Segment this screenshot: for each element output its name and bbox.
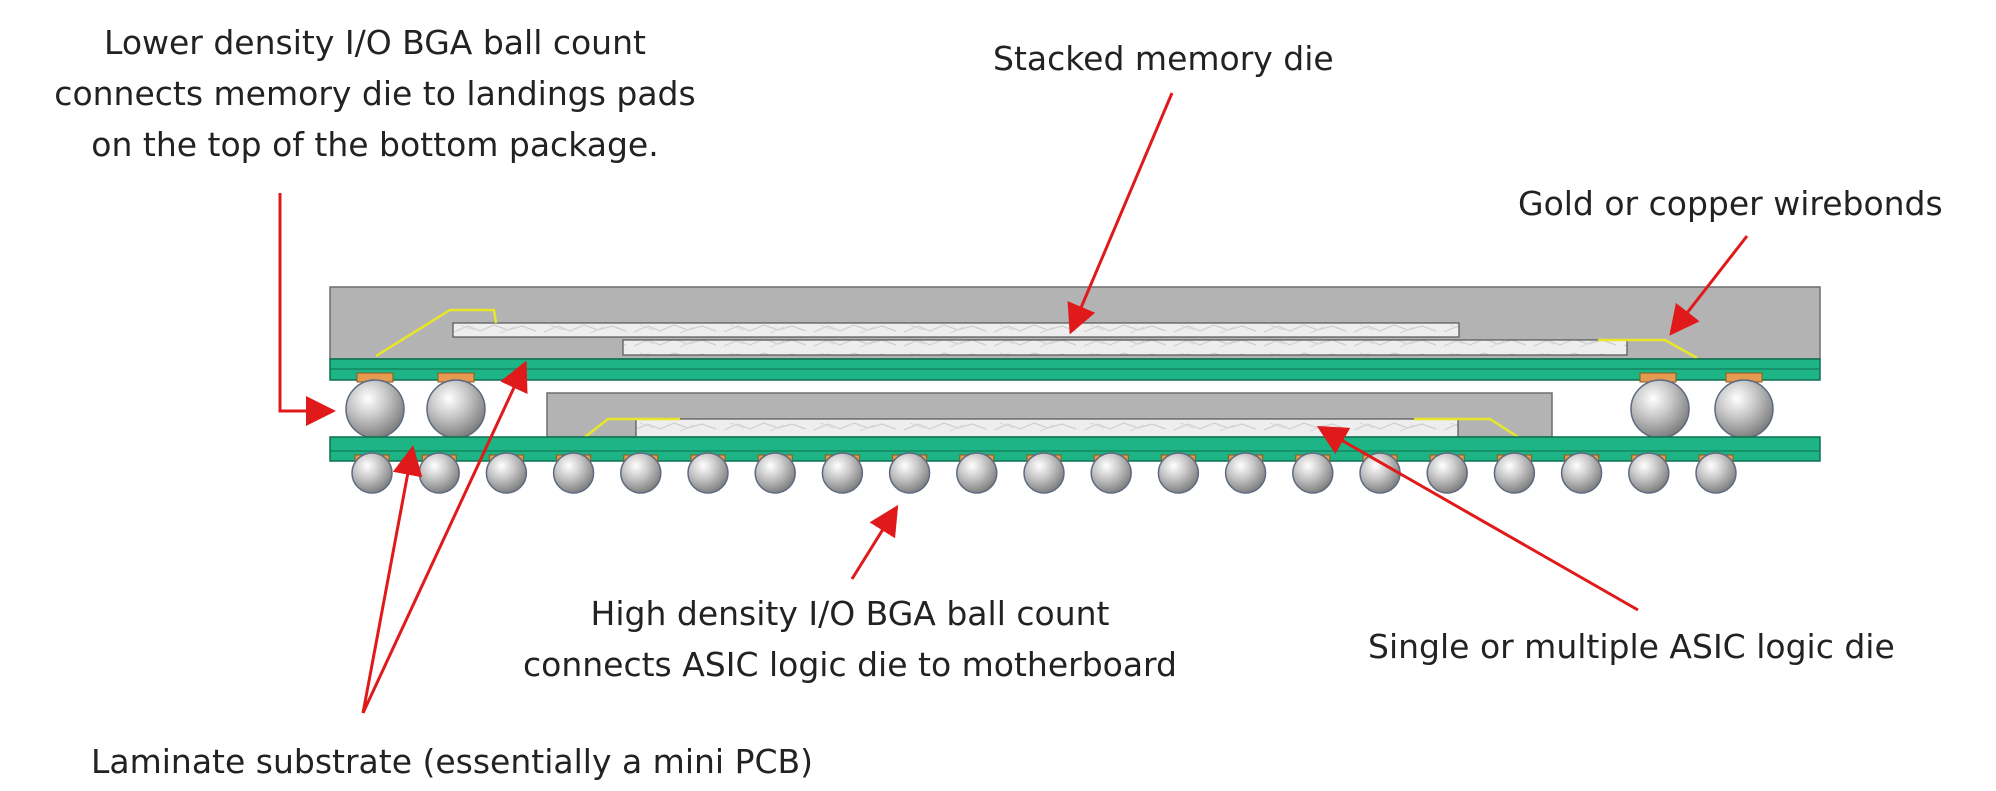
- pop-balls: [345, 379, 1774, 439]
- asic-die: [635, 418, 1459, 438]
- bga-ball: [1493, 452, 1536, 494]
- label-stacked-memory: Stacked memory die: [993, 39, 1334, 78]
- callout-arrows: [278, 92, 1749, 714]
- memory-die-upper: [452, 322, 1460, 338]
- bga-ball: [888, 452, 931, 494]
- wirebond-top-left: [375, 308, 498, 358]
- bottom-bga-balls: [351, 452, 1737, 494]
- arrow-laminate-top: [361, 360, 528, 714]
- bga-ball: [1628, 452, 1670, 494]
- label-lower-density: Lower density I/O BGA ball count connect…: [54, 23, 696, 164]
- bga-ball: [485, 452, 528, 494]
- bga-ball: [351, 452, 393, 494]
- bga-ball: [687, 452, 729, 494]
- arrow-wirebonds: [1669, 235, 1749, 336]
- bga-ball: [956, 452, 998, 494]
- wirebond-top-right: [1598, 338, 1698, 360]
- bottom-package: [329, 392, 1821, 462]
- arrow-lower-density: [278, 193, 336, 426]
- arrow-stacked-memory: [1067, 92, 1174, 335]
- bga-ball: [821, 452, 864, 494]
- arrow-high-density: [850, 504, 899, 580]
- label-wirebonds: Gold or copper wirebonds: [1518, 184, 1943, 223]
- bga-ball: [1359, 452, 1401, 494]
- bga-ball: [1560, 452, 1603, 494]
- bga-ball: [1090, 452, 1132, 494]
- label-laminate: Laminate substrate (essentially a mini P…: [91, 742, 814, 781]
- top-package: [329, 286, 1821, 381]
- bga-ball: [1023, 452, 1065, 494]
- bga-ball: [552, 452, 595, 494]
- bga-ball: [1224, 452, 1267, 494]
- arrow-laminate-bottom: [361, 445, 423, 714]
- bga-ball: [1426, 452, 1468, 494]
- bga-ball: [1157, 452, 1200, 494]
- label-asic-die: Single or multiple ASIC logic die: [1368, 627, 1895, 666]
- bga-ball: [1695, 452, 1737, 494]
- wirebond-bottom-right: [1414, 417, 1519, 439]
- bga-ball: [418, 452, 460, 494]
- bga-ball: [620, 452, 662, 494]
- bga-ball: [754, 452, 796, 494]
- memory-die-lower: [622, 339, 1628, 356]
- arrow-asic-die: [1316, 426, 1639, 612]
- wirebond-bottom-left: [584, 417, 680, 438]
- label-high-density: High density I/O BGA ball count connects…: [522, 594, 1177, 684]
- bga-ball: [1292, 452, 1334, 494]
